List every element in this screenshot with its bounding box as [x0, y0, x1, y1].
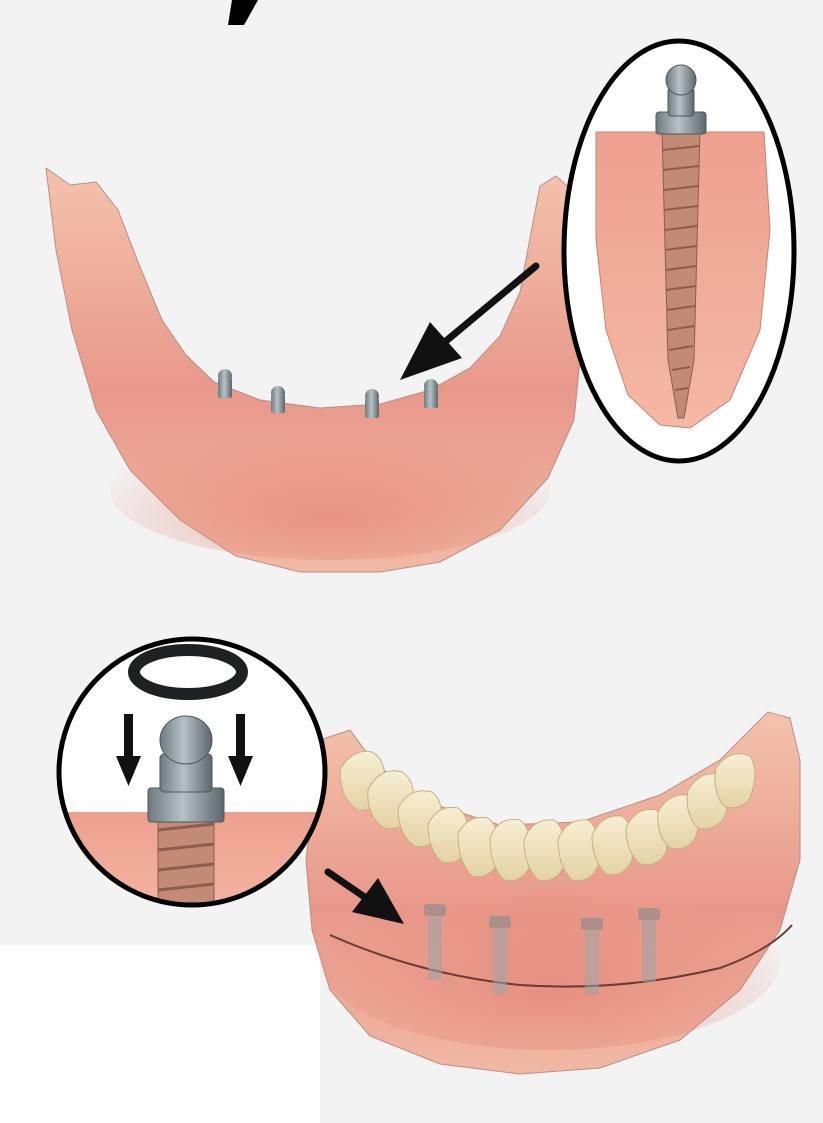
- denture-shading: [320, 870, 780, 1050]
- implant-post-2: [271, 386, 285, 413]
- implant-post-4: [424, 379, 438, 408]
- jaw-shading: [110, 420, 550, 560]
- implant-post-3: [365, 389, 379, 418]
- white-corner-patch: [0, 945, 320, 1123]
- implant-post-1: [218, 369, 232, 398]
- implant-screw-closeup-icon: [564, 41, 794, 461]
